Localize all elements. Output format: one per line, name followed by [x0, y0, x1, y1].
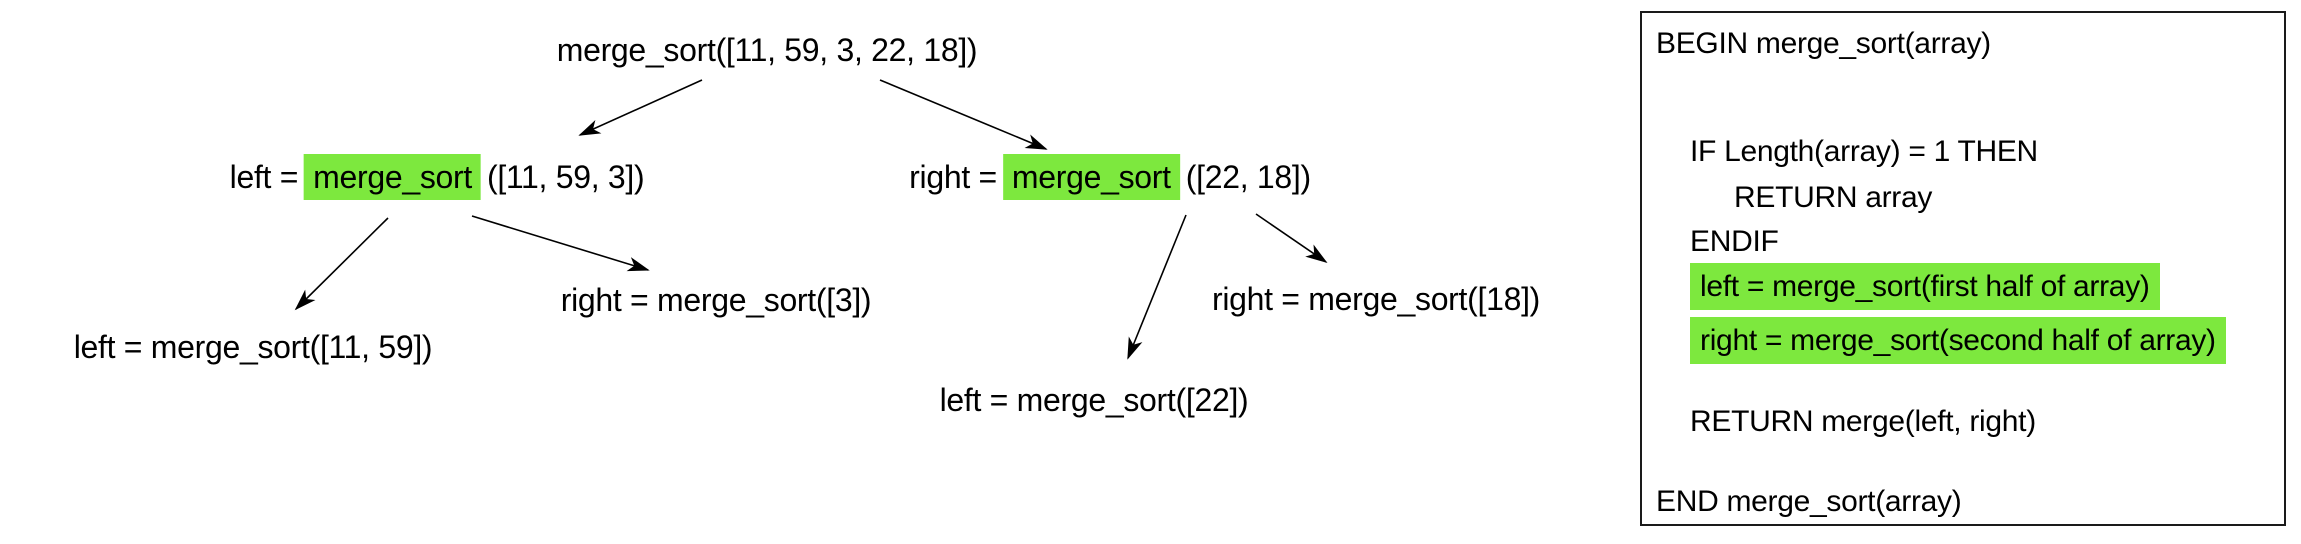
pseudocode-panel: BEGIN merge_sort(array) IF Length(array)…: [1640, 11, 2286, 526]
tree-node-root-label: merge_sort([11, 59, 3, 22, 18]): [556, 32, 978, 68]
code-line-end: END merge_sort(array): [1656, 485, 1962, 518]
tree-node-root: merge_sort([11, 59, 3, 22, 18]): [557, 30, 978, 70]
tree-node-right: right =merge_sort([22, 18]): [909, 154, 1311, 200]
arrow-root-to-left: [578, 79, 703, 136]
arrow-right-to-rightleft: [1127, 214, 1187, 360]
code-line-return-merge: RETURN merge(left, right): [1690, 405, 2036, 438]
tree-node-right-left: left = merge_sort([22]): [940, 380, 1249, 420]
tree-node-left-right-label: right = merge_sort([3]): [560, 282, 872, 318]
arrow-right-to-rightright: [1255, 213, 1328, 264]
tree-node-right-args: ([22, 18]): [1185, 159, 1311, 195]
code-line-left-assign-highlighted: left = merge_sort(first half of array): [1690, 263, 2160, 310]
tree-node-right-highlight: merge_sort: [1002, 154, 1180, 200]
tree-node-left-highlight: merge_sort: [304, 154, 481, 200]
tree-node-left: left =merge_sort([11, 59, 3]): [229, 154, 645, 200]
code-line-begin: BEGIN merge_sort(array): [1656, 27, 1991, 60]
tree-node-right-prefix: right =: [909, 159, 997, 195]
tree-node-left-prefix: left =: [229, 159, 299, 195]
code-line-return-array: RETURN array: [1734, 181, 1933, 214]
arrow-root-to-right: [879, 79, 1048, 150]
arrow-left-to-leftleft: [294, 217, 389, 311]
tree-node-right-right: right = merge_sort([18]): [1212, 279, 1540, 319]
tree-node-right-right-label: right = merge_sort([18]): [1211, 281, 1541, 317]
code-line-endif: ENDIF: [1690, 225, 1779, 258]
tree-node-right-left-label: left = merge_sort([22]): [939, 382, 1249, 418]
code-line-right-assign-highlighted: right = merge_sort(second half of array): [1690, 317, 2226, 364]
tree-node-left-right: right = merge_sort([3]): [561, 280, 872, 320]
tree-node-left-args: ([11, 59, 3]): [486, 159, 645, 195]
arrow-left-to-leftright: [471, 215, 650, 272]
tree-node-left-left: left = merge_sort([11, 59]): [74, 327, 433, 367]
tree-node-left-left-label: left = merge_sort([11, 59]): [73, 329, 433, 365]
code-line-if: IF Length(array) = 1 THEN: [1690, 135, 2038, 168]
